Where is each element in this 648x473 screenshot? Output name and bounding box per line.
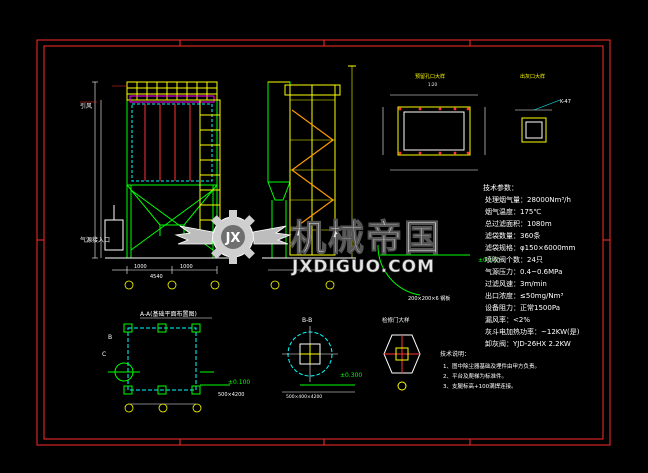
svg-text:500×4200: 500×4200: [218, 392, 244, 398]
opening-detail-title: 预留孔口大样 1:20: [415, 73, 445, 87]
tech-param-line: 气源压力：0.4~0.6MPa: [485, 267, 562, 276]
tech-params-title: 技术参数：: [483, 183, 518, 192]
tech-param-line: 处理烟气量：28000Nm³/h: [485, 195, 571, 204]
watermark-url: JXDIGUO.COM: [291, 257, 435, 277]
tech-param-line: 滤袋规格：φ150×6000mm: [485, 243, 575, 252]
foundation-dim: 500×4200: [218, 392, 244, 398]
tech-note-line: 2、平台及爬梯为标准件。: [443, 372, 507, 380]
tech-notes-block: 技术说明： 1、图中除尘器基础及埋件由甲方负责。 2、平台及爬梯为标准件。 3、…: [440, 350, 540, 390]
watermark-brand: 机械帝国: [290, 218, 442, 259]
small-detail-view: [515, 99, 561, 143]
side-markers: [270, 280, 335, 290]
tech-note-line: 1、图中除尘器基础及埋件由甲方负责。: [443, 362, 540, 370]
front-elevation-view: [80, 81, 230, 274]
small-detail-title: 出灰口大样: [520, 73, 545, 80]
round-detail-view: [282, 326, 355, 393]
elevation-0300: ±0.300: [340, 372, 362, 379]
tech-note-line: 3、支腿标高+100满焊连接。: [443, 382, 517, 390]
foundation-markers: [124, 403, 202, 413]
elevation-0100-b: ±0.100: [228, 379, 250, 386]
gear-logo-icon: JX: [206, 210, 260, 264]
label-b: B: [108, 334, 112, 341]
svg-text:1:20: 1:20: [428, 82, 437, 87]
left-label-draft: 引风: [80, 102, 92, 110]
door-detail-view: [383, 334, 421, 391]
tech-param-line: 总过滤面积：1080m: [485, 219, 552, 228]
tech-param-line: 过滤风速：3m/min: [485, 279, 547, 288]
tech-param-line: 卸灰阀：YJD-26HX 2.2KW: [485, 339, 571, 348]
elevation-0100-a: ±0.100: [478, 257, 500, 264]
svg-text:JX: JX: [225, 231, 241, 246]
svg-text:200×200×6 钢板: 200×200×6 钢板: [408, 295, 450, 302]
plan-dim: 200×200×6 钢板: [408, 295, 450, 302]
section-aa-title: A-A(基础平面布置图): [140, 310, 197, 318]
foundation-plan-view: [108, 323, 230, 405]
watermark: JX 机械帝国 JXDIGUO.COM: [174, 210, 442, 277]
tech-param-line: 滤袋数量：360条: [485, 231, 540, 240]
left-label-air: 气源接入口: [80, 236, 110, 244]
svg-text:4540: 4540: [150, 274, 163, 280]
label-c: C: [102, 351, 106, 358]
svg-text:1000: 1000: [134, 264, 147, 270]
frame-ticks: [37, 40, 610, 445]
svg-text:500×400×4200: 500×400×4200: [286, 394, 322, 400]
detail-door-title: 检修门大样: [382, 316, 410, 324]
tech-params-block: 技术参数： 处理烟气量：28000Nm³/h 烟气温度：175℃ 总过滤面积：1…: [483, 183, 580, 348]
svg-text:1000: 1000: [180, 264, 193, 270]
tech-param-line: 喷吹阀个数：24只: [485, 255, 543, 264]
side-elevation-view: [262, 65, 356, 271]
tech-param-line: 出口浓度：≤50mg/Nm³: [485, 291, 563, 300]
tech-notes-title: 技术说明：: [440, 350, 470, 358]
plan-circle: [377, 244, 470, 296]
label-k47: K-47: [560, 99, 571, 105]
wings-icon: [174, 225, 292, 245]
tech-param-line: 设备阻力：正常1500Pa: [485, 303, 560, 312]
detail-b-title: B-B: [302, 317, 312, 324]
opening-detail-view: [382, 94, 486, 171]
tech-param-line: 漏风率：<2%: [485, 315, 530, 324]
tech-param-line: 灰斗电加热功率：~12KW(是): [485, 327, 580, 336]
svg-text:出灰口大样: 出灰口大样: [520, 73, 545, 80]
round-detail-dim: 500×400×4200: [286, 394, 322, 400]
front-markers: [124, 280, 220, 290]
tech-param-line: 烟气温度：175℃: [485, 207, 541, 216]
svg-text:预留孔口大样: 预留孔口大样: [415, 73, 445, 80]
